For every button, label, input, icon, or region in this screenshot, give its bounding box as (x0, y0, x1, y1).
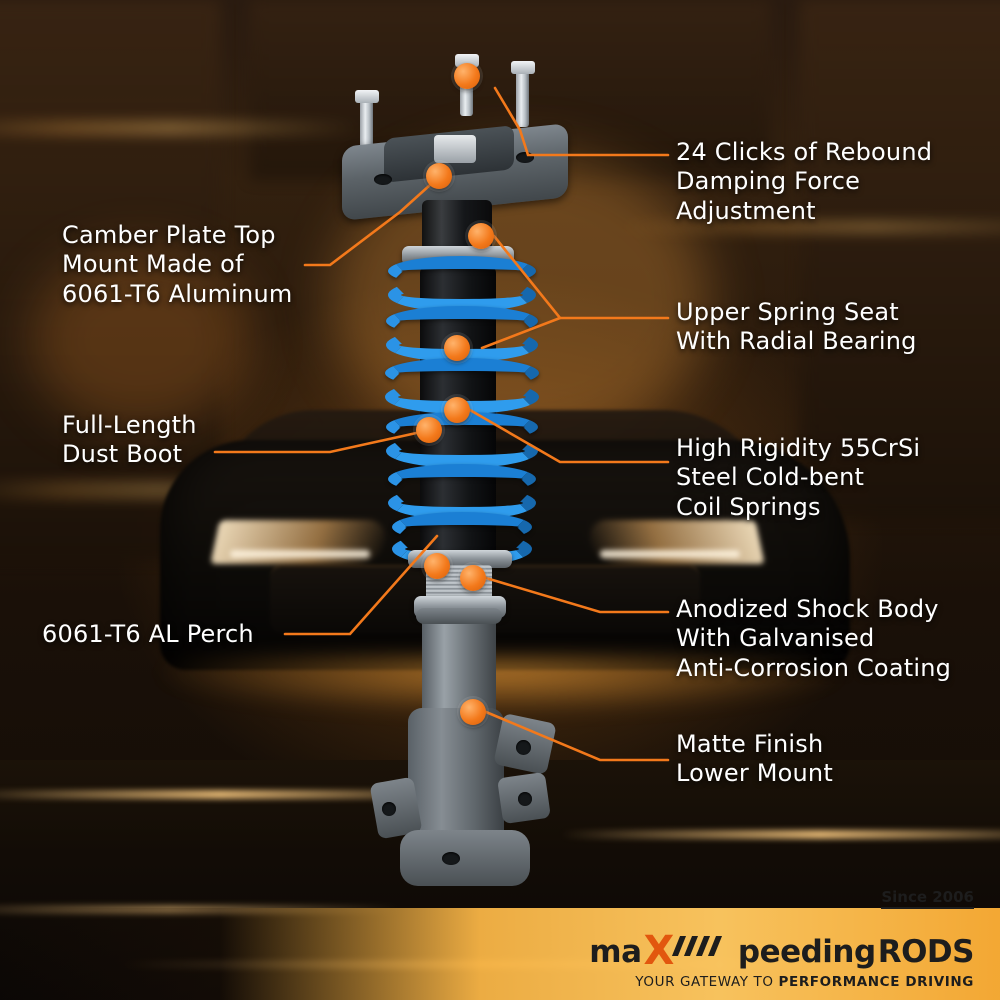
hotspot-rebound[interactable] (454, 63, 480, 89)
hotspot-al-perch[interactable] (424, 553, 450, 579)
top-stud-right (516, 65, 529, 127)
callout-rebound: 24 Clicks of Rebound Damping Force Adjus… (676, 138, 933, 225)
plate-hole-left (374, 174, 392, 185)
lower-mount-bolt-hole-3 (382, 802, 396, 816)
brand-word-rods: RODS (877, 934, 975, 970)
center-hex-nut (434, 135, 476, 163)
background-light-streak-1 (0, 120, 360, 136)
background-building-right (800, 0, 1000, 520)
shock-body-collar (416, 608, 502, 624)
plate-hole-right (516, 152, 534, 163)
coilover-assembly (330, 40, 660, 900)
callout-upper-spring-seat: Upper Spring Seat With Radial Bearing (676, 298, 917, 356)
brand-word-x: X (643, 928, 675, 974)
hotspot-dust-boot[interactable] (416, 417, 442, 443)
lower-mount-bolt-hole-4 (442, 852, 460, 865)
hotspot-coil-springs-2[interactable] (444, 335, 470, 361)
brand-word-max: ma (589, 934, 642, 970)
background-light-streak-2 (620, 220, 1000, 234)
coil-spring-turn-4b (386, 434, 538, 468)
brand-word-peeding: peeding (737, 934, 876, 970)
top-stud-right-nut (511, 61, 535, 74)
hotspot-shock-body[interactable] (460, 565, 486, 591)
hotspot-camber-plate[interactable] (426, 163, 452, 189)
lower-mount-foot (400, 830, 530, 886)
callout-dust-boot: Full-Length Dust Boot (62, 411, 197, 469)
hotspot-lower-mount[interactable] (460, 699, 486, 725)
brand-bar: Since 2006 ma X peeding RODS YOUR GATEWA… (0, 888, 1000, 1000)
brand-tagline-bold: PERFORMANCE DRIVING (778, 974, 974, 990)
top-stud-left-nut (355, 90, 379, 103)
brand-speed-slashes (671, 936, 734, 962)
callout-camber-plate: Camber Plate Top Mount Made of 6061-T6 A… (62, 221, 293, 308)
top-stud-left (360, 95, 373, 157)
callout-coil-springs: High Rigidity 55CrSi Steel Cold-bent Coi… (676, 434, 921, 521)
lower-mount-bolt-hole-2 (518, 792, 532, 806)
callout-lower-mount: Matte Finish Lower Mount (676, 730, 833, 788)
brand-tagline: YOUR GATEWAY TO PERFORMANCE DRIVING (589, 974, 974, 990)
brand-tagline-prefix: YOUR GATEWAY TO (635, 974, 779, 990)
hotspot-coil-springs[interactable] (444, 397, 470, 423)
car-underglow (150, 655, 850, 715)
background-building-left (0, 0, 220, 560)
car-drl-right (600, 550, 740, 558)
brand-wordmark: ma X peeding RODS (589, 928, 975, 974)
road-light-streak-1 (0, 790, 480, 799)
callout-al-perch: 6061-T6 AL Perch (42, 620, 254, 648)
callout-shock-body: Anodized Shock Body With Galvanised Anti… (676, 595, 952, 682)
brand-since: Since 2006 (881, 888, 974, 909)
background-glow-left (30, 250, 250, 430)
hotspot-upper-spring-seat[interactable] (468, 223, 494, 249)
brand-logo: Since 2006 ma X peeding RODS YOUR GATEWA… (589, 888, 975, 990)
lower-mount-bolt-hole-1 (516, 740, 531, 755)
road-light-streak-2 (560, 830, 1000, 839)
